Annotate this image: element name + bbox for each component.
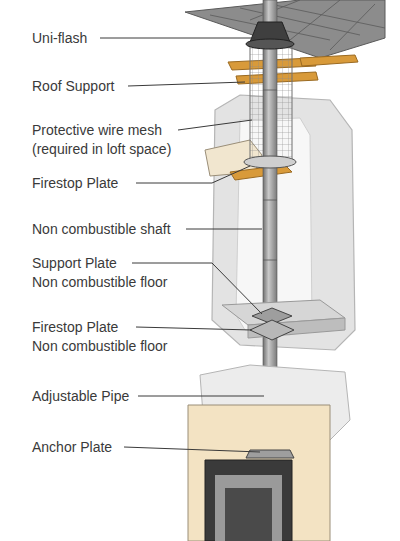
part-label: Anchor Plate	[32, 438, 112, 457]
part-label: Firestop Plate	[32, 318, 118, 337]
part-label: Non combustible floor	[32, 337, 167, 356]
part-label: Non combustible shaft	[32, 220, 171, 239]
part-label: Non combustible floor	[32, 273, 167, 292]
part-label: Protective wire mesh (required in loft s…	[32, 121, 197, 159]
part-label: Support Plate	[32, 254, 117, 273]
part-label: Uni-flash	[32, 29, 87, 48]
part-label: Adjustable Pipe	[32, 387, 129, 406]
part-label: Roof Support	[32, 77, 115, 96]
part-label: Firestop Plate	[32, 174, 118, 193]
